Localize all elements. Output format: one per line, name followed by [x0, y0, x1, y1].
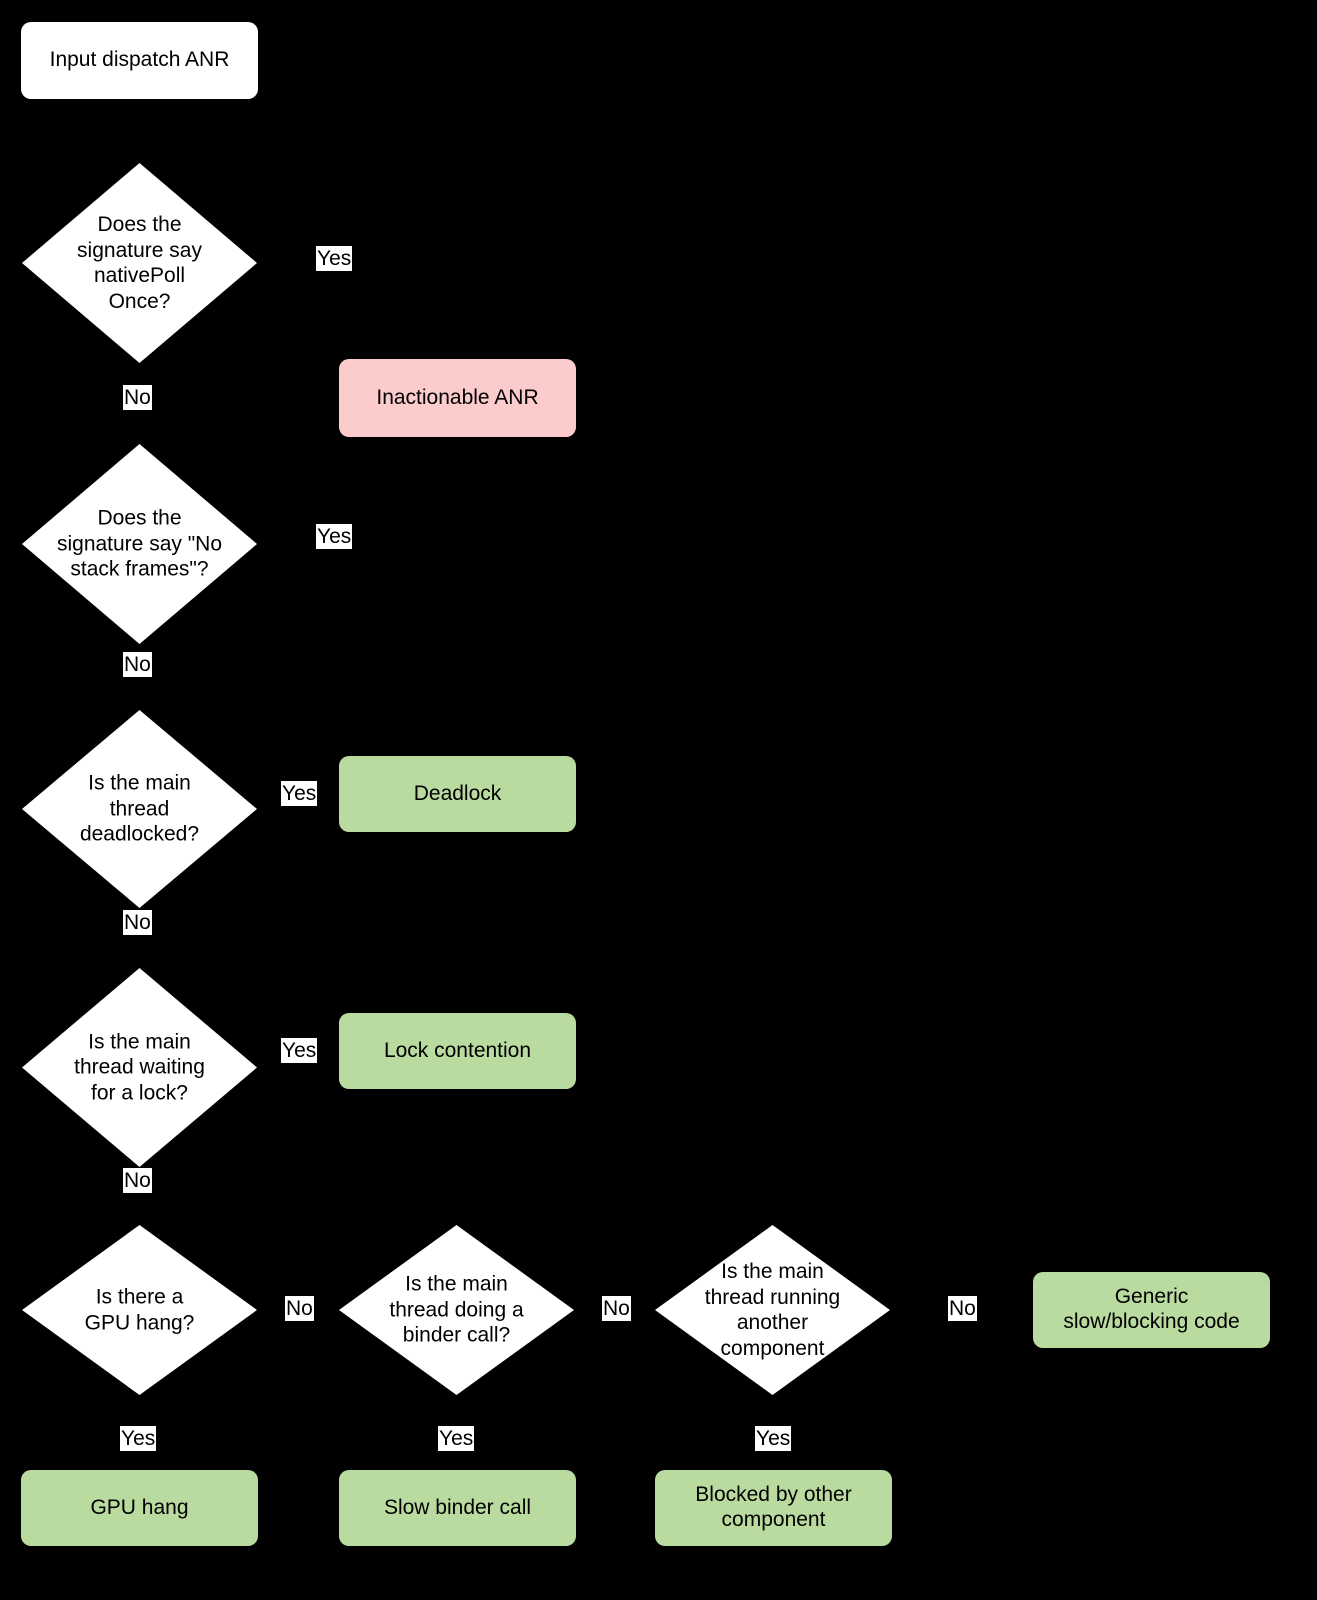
- node-result-lock-contention[interactable]: Lock contention: [339, 1013, 576, 1089]
- node-decision-binder-call[interactable]: Is the main thread doing a binder call?: [339, 1225, 574, 1395]
- edge-label-d1-no: No: [123, 385, 152, 410]
- edge-label-d5-yes: Yes: [120, 1426, 157, 1451]
- edge-label-d1-yes: Yes: [316, 246, 353, 271]
- edge-start-to-d1: [138, 98, 140, 163]
- edge-label-d4-no: No: [123, 1168, 152, 1193]
- edge-label-d6-yes: Yes: [438, 1426, 475, 1451]
- edge-d2-no: [138, 644, 140, 710]
- edge-d2-yes: [257, 543, 457, 545]
- node-decision-nativepollonce[interactable]: Does the signature say nativePoll Once?: [22, 163, 257, 363]
- edge-label-d2-no: No: [123, 652, 152, 677]
- edge-d1-yes-down: [456, 261, 458, 359]
- node-label: Generic slow/blocking code: [1063, 1285, 1240, 1333]
- node-label: Input dispatch ANR: [49, 48, 230, 72]
- edge-d3-no: [138, 908, 140, 968]
- edge-label-d5-no: No: [285, 1296, 314, 1321]
- edge-label-d7-no: No: [948, 1296, 977, 1321]
- edge-d1-yes: [257, 261, 457, 263]
- diamond-shape: [22, 163, 257, 363]
- node-decision-no-stack-frames[interactable]: Does the signature say "No stack frames"…: [22, 444, 257, 644]
- diamond-shape: [655, 1225, 890, 1395]
- node-result-gpu-hang[interactable]: GPU hang: [21, 1470, 258, 1546]
- node-label: Blocked by other component: [695, 1483, 852, 1531]
- node-label: Inactionable ANR: [376, 385, 539, 409]
- node-label: Deadlock: [413, 781, 502, 805]
- node-label: Slow binder call: [383, 1495, 532, 1519]
- node-decision-main-thread-deadlocked[interactable]: Is the main thread deadlocked?: [22, 710, 257, 908]
- edge-label-d3-yes: Yes: [281, 781, 318, 806]
- node-result-inactionable-anr[interactable]: Inactionable ANR: [339, 359, 576, 437]
- diamond-shape: [22, 1225, 257, 1395]
- node-label: Lock contention: [383, 1038, 532, 1062]
- edge-label-d6-no: No: [602, 1296, 631, 1321]
- edge-d4-no: [138, 1167, 140, 1225]
- node-result-blocked-by-other-component[interactable]: Blocked by other component: [655, 1470, 892, 1546]
- node-label: GPU hang: [90, 1495, 189, 1519]
- edge-label-d7-yes: Yes: [755, 1426, 792, 1451]
- node-decision-gpu-hang[interactable]: Is there a GPU hang?: [22, 1225, 257, 1395]
- edge-label-d2-yes: Yes: [316, 524, 353, 549]
- diamond-shape: [22, 710, 257, 908]
- edge-label-d4-yes: Yes: [281, 1038, 318, 1063]
- node-result-deadlock[interactable]: Deadlock: [339, 756, 576, 832]
- node-input-dispatch-anr[interactable]: Input dispatch ANR: [21, 22, 258, 99]
- node-decision-running-another-component[interactable]: Is the main thread running another compo…: [655, 1225, 890, 1395]
- node-decision-waiting-for-lock[interactable]: Is the main thread waiting for a lock?: [22, 968, 257, 1167]
- diamond-shape: [22, 968, 257, 1167]
- edge-label-d3-no: No: [123, 910, 152, 935]
- diamond-shape: [339, 1225, 574, 1395]
- node-result-slow-binder-call[interactable]: Slow binder call: [339, 1470, 576, 1546]
- node-result-generic-slow-blocking-code[interactable]: Generic slow/blocking code: [1033, 1272, 1270, 1348]
- diamond-shape: [22, 444, 257, 644]
